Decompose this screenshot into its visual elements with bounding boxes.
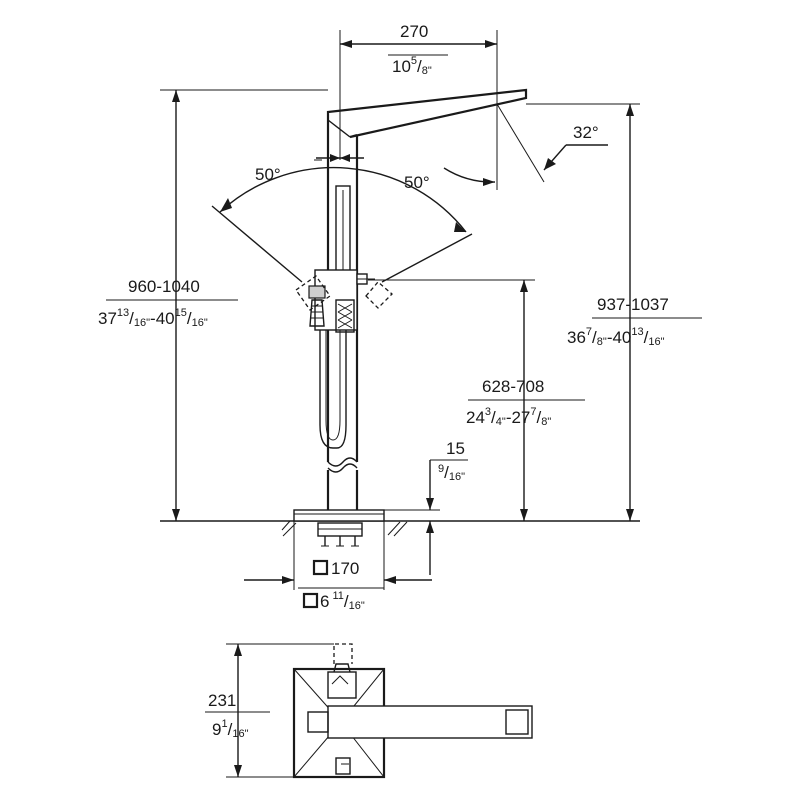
- base-thickness-inches: 9/16": [438, 463, 465, 483]
- handle-height-dimension: [368, 279, 585, 521]
- spout: [326, 88, 528, 160]
- total-height-dimension: [106, 89, 328, 521]
- spout-height-mm: 937-1037: [597, 295, 669, 314]
- plan-view: [292, 643, 533, 779]
- swivel-left-outline: [295, 275, 331, 311]
- spout-height-inches: 367/8"-4013/16": [567, 326, 665, 348]
- swivel-angle-indicator: [211, 154, 473, 283]
- base-square-mm: 170: [331, 559, 359, 578]
- handle-height-mm: 628-708: [482, 377, 544, 396]
- base-plate: [293, 509, 385, 522]
- plan-depth-inches: 91/16": [212, 718, 249, 740]
- base-thickness-mm: 15: [446, 439, 465, 458]
- spout-reach-dimension: [339, 30, 498, 190]
- total-height-mm: 960-1040: [128, 277, 200, 296]
- base-thickness-dimension: [384, 459, 468, 575]
- total-height-inches: 3713/16"-4015/16": [98, 307, 208, 329]
- swivel-right-outline: [365, 281, 393, 309]
- plan-depth-dimension: [205, 643, 334, 778]
- base-square-dimension: [244, 521, 432, 609]
- spout-reach-mm: 270: [400, 22, 428, 41]
- spout-angle-label: 32°: [573, 123, 599, 142]
- swivel-left-label: 50°: [255, 165, 281, 184]
- mixer-body: [308, 269, 375, 333]
- swivel-right-label: 50°: [404, 173, 430, 192]
- handle-height-inches: 243/4"-277/8": [466, 406, 551, 428]
- front-elevation: 50° 50° 270 105/8" 32°: [98, 22, 702, 612]
- spout-height-dimension: [526, 103, 702, 521]
- spout-reach-inches: 105/8": [392, 55, 432, 77]
- plan-depth-mm: 231: [208, 691, 236, 710]
- spout-angle-dimension: [443, 103, 608, 186]
- mounting-studs: [321, 536, 359, 547]
